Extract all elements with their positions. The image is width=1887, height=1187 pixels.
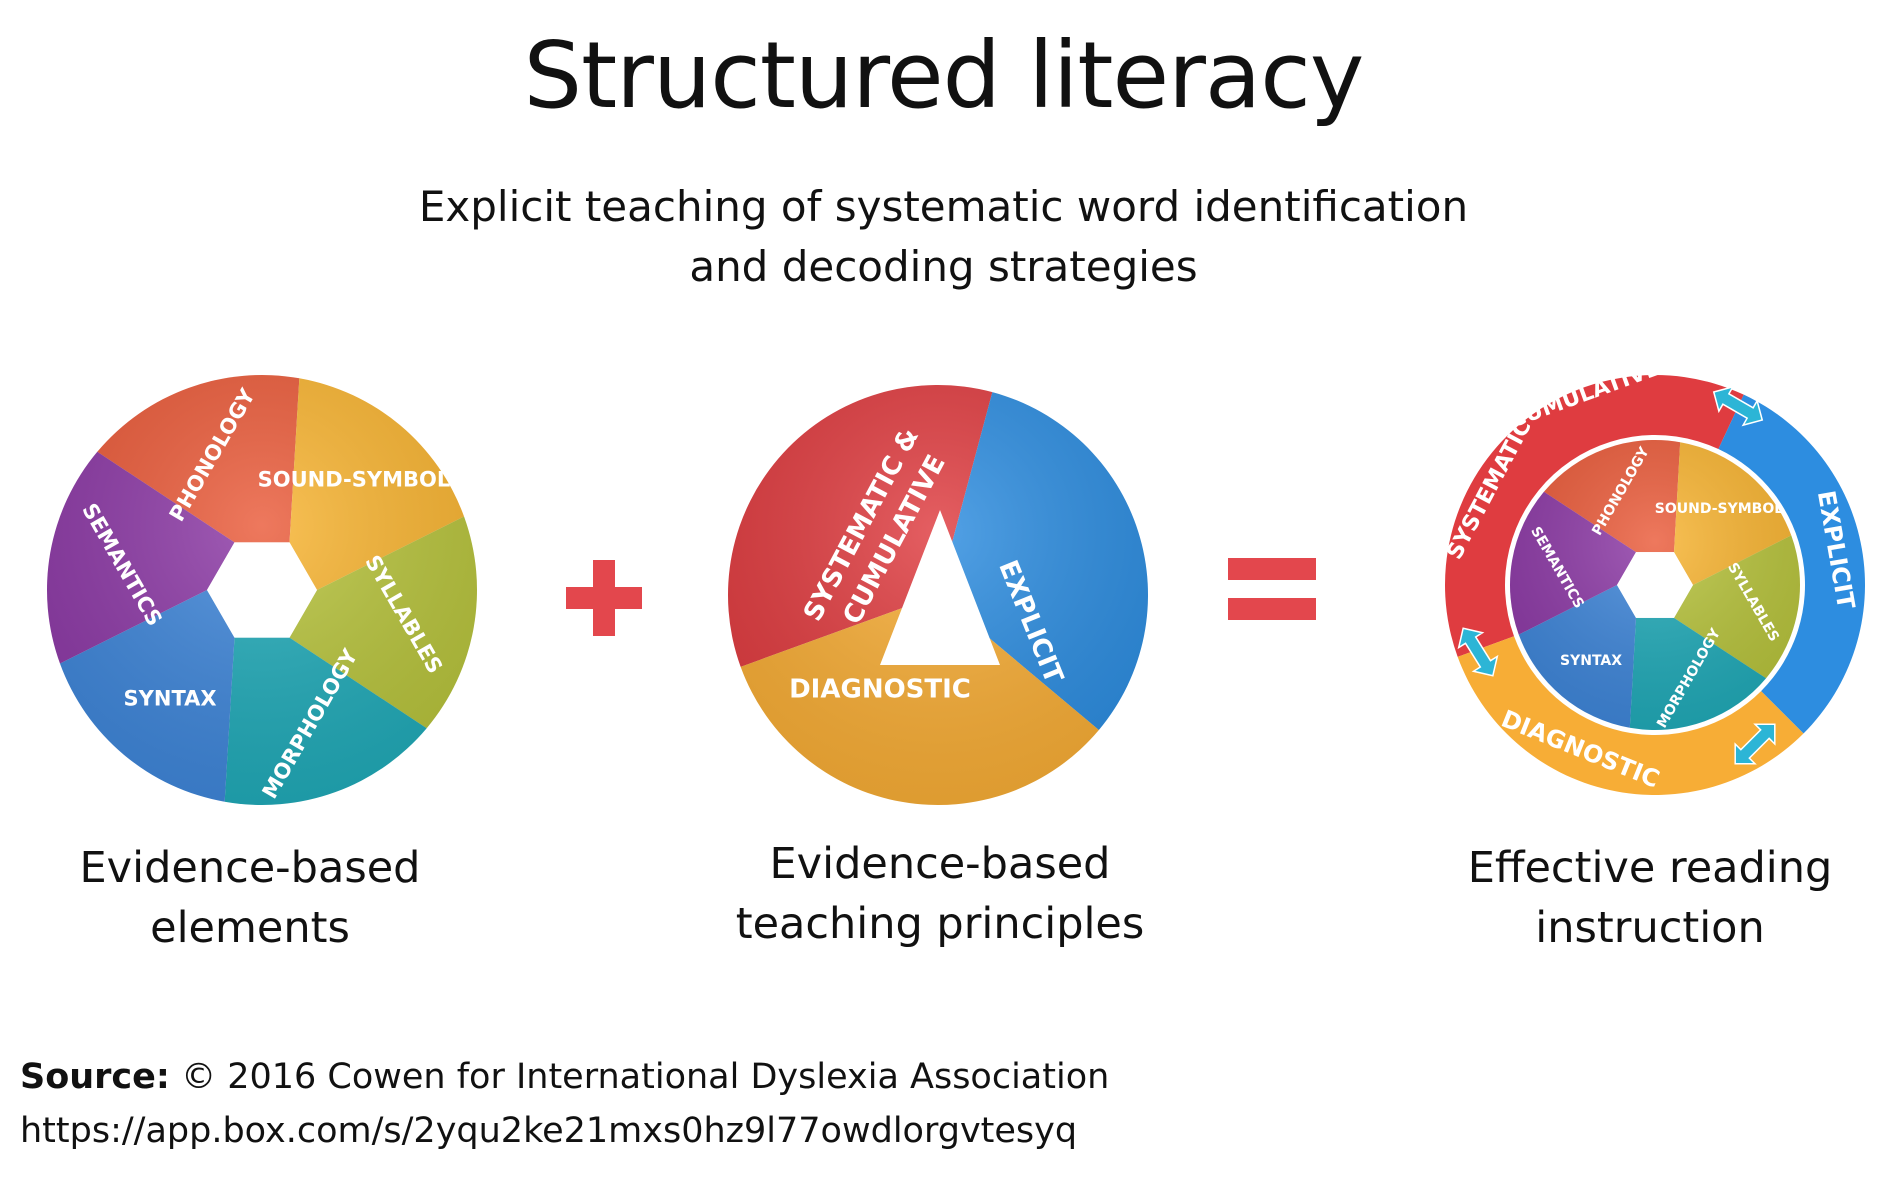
combined-ring-systematic [1445, 375, 1744, 657]
double-arrow-icon [1734, 723, 1776, 765]
subtitle-line-1: Explicit teaching of systematic word ide… [418, 182, 1469, 231]
caption-instruction-line-1: Effective reading [1467, 843, 1833, 893]
combined-label-syntax: SYNTAX [1560, 653, 1622, 669]
caption-instruction-line-2: instruction [1535, 903, 1765, 953]
source-url[interactable]: https://app.box.com/s/2yqu2ke21mxs0hz9l7… [20, 1111, 1078, 1151]
caption-elements-line-2: elements [150, 903, 350, 953]
subtitle-line-2: and decoding strategies [689, 242, 1198, 291]
plus-icon [566, 560, 642, 636]
caption-principles-line-2: teaching principles [735, 899, 1145, 949]
caption-instruction: Effective reading instruction [1440, 838, 1860, 958]
elements-label-syntax: SYNTAX [124, 687, 217, 711]
caption-principles: Evidence-based teaching principles [700, 834, 1180, 954]
combined-center-hole [1617, 552, 1693, 618]
source-label: Source: [20, 1057, 170, 1097]
equals-icon [1228, 558, 1316, 620]
combined-label-sound-symbol: SOUND-SYMBOL [1655, 501, 1783, 517]
page-title: Structured literacy [523, 22, 1365, 129]
double-arrow-icon [1457, 627, 1499, 677]
combined-ring-diagnostic [1457, 636, 1804, 795]
elements-label-sound-symbol: SOUND-SYMBOL [258, 467, 451, 491]
double-arrow-icon [1712, 385, 1764, 427]
structured-literacy-diagram: PHONOLOGYSOUND-SYMBOLSYLLABLESMORPHOLOGY… [47, 360, 1866, 806]
principles-center-triangle [880, 510, 1000, 665]
caption-elements: Evidence-based elements [40, 838, 460, 958]
elements-center-hole [207, 542, 317, 638]
source-text: © 2016 Cowen for International Dyslexia … [181, 1057, 1110, 1097]
combined-ring-explicit [1718, 394, 1866, 734]
elements-wheel: PHONOLOGYSOUND-SYMBOLSYLLABLESMORPHOLOGY… [47, 375, 477, 805]
source-credit: Source: © 2016 Cowen for International D… [20, 1050, 1109, 1158]
principles-label-diagnostic: DIAGNOSTIC [789, 675, 971, 705]
caption-elements-line-1: Evidence-based [79, 843, 421, 893]
caption-principles-line-1: Evidence-based [769, 839, 1111, 889]
